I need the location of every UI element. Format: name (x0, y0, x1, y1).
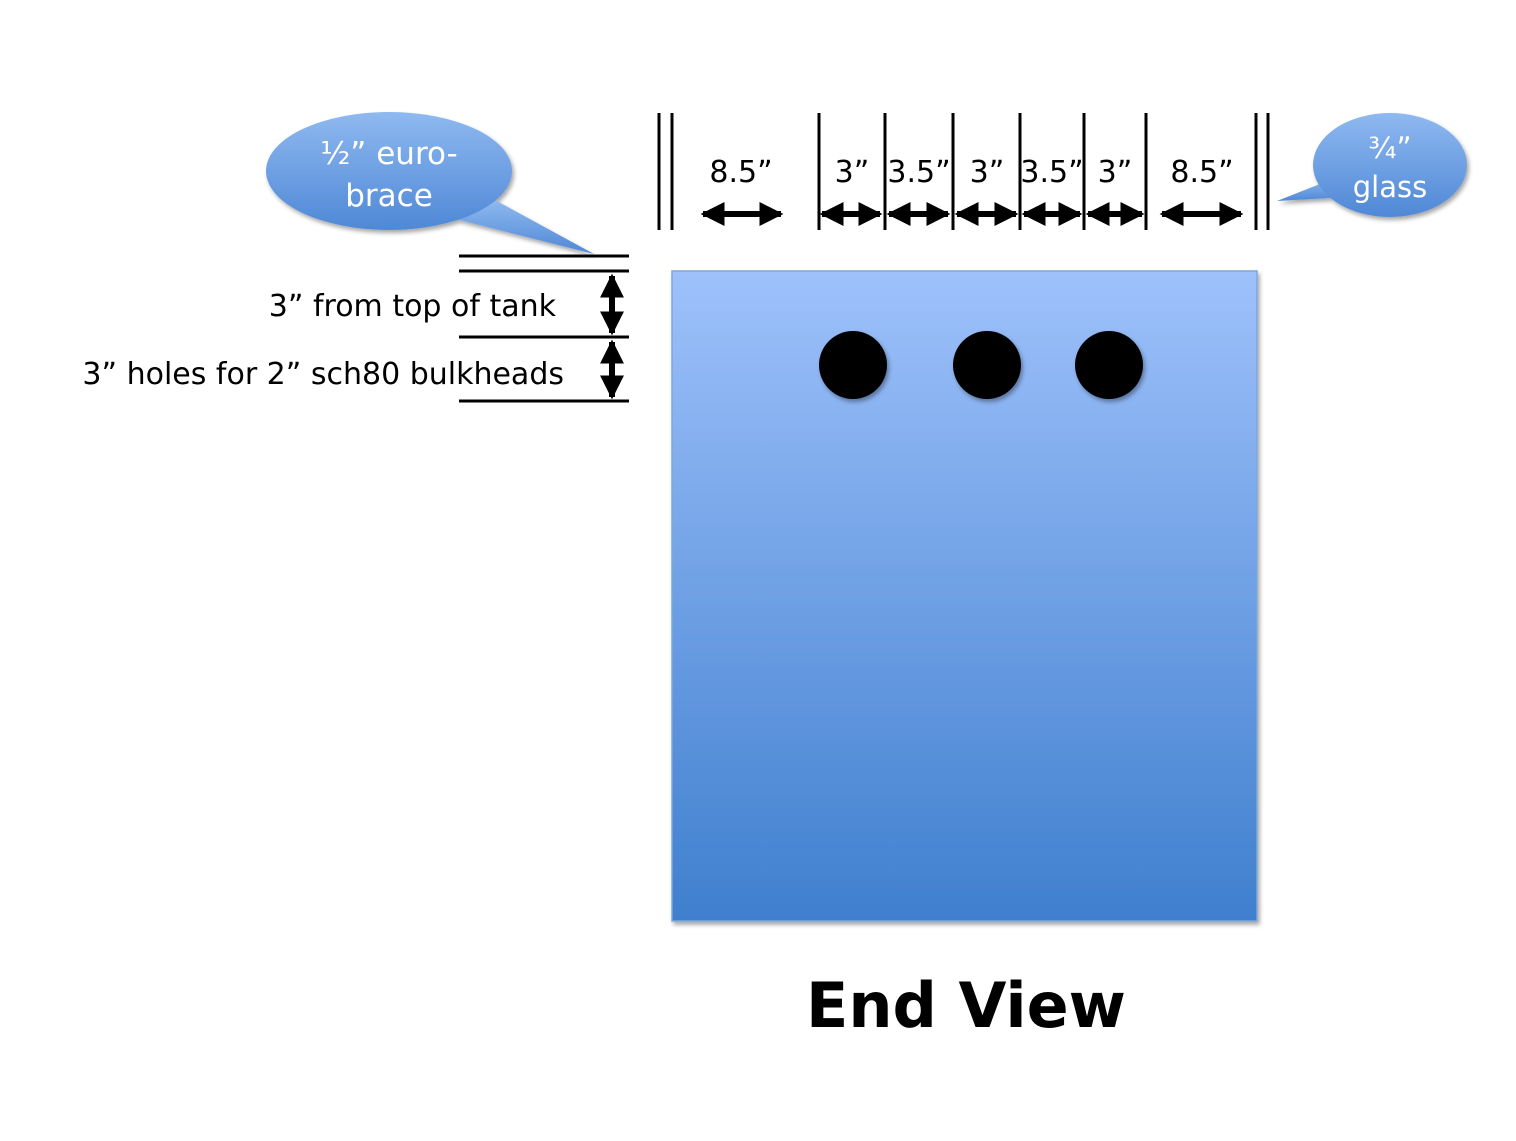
bulkhead-hole (953, 331, 1021, 399)
dim-label-segment-4: 3” (969, 155, 1005, 190)
bulkhead-hole (819, 331, 887, 399)
dim-label-left-glass-to-first: 8.5” (709, 155, 773, 190)
callout-glass-line2: glass (1352, 170, 1428, 204)
dim-label-segment-6: 3” (1097, 155, 1133, 190)
dim-label-segment-5: 3.5” (1020, 155, 1084, 190)
dim-label-last-to-right-glass: 8.5” (1170, 155, 1234, 190)
callout-glass-text: ¾” glass (1353, 129, 1427, 207)
dim-label-segment-3: 3.5” (887, 155, 951, 190)
side-label-holes: 3” holes for 2” sch80 bulkheads (82, 357, 564, 392)
bulkhead-holes (819, 331, 1143, 399)
callout-euro-brace-line1: ½” euro- (320, 136, 458, 173)
callout-euro-brace-bubble (266, 112, 594, 254)
side-label-from-top: 3” from top of tank (268, 289, 556, 324)
callout-euro-brace-line2: brace (345, 178, 433, 214)
side-reference-lines (459, 254, 629, 403)
dim-label-segment-2: 3” (834, 155, 870, 190)
dimension-ticks (817, 113, 1148, 230)
callout-glass-bubble (1277, 113, 1467, 217)
callout-euro-brace-text: ½” euro- brace (320, 134, 457, 218)
callout-glass-line1: ¾” (1368, 130, 1412, 165)
bulkhead-hole (1075, 331, 1143, 399)
diagram-title: End View (806, 969, 1126, 1042)
glass-edge-lines (657, 113, 1270, 230)
